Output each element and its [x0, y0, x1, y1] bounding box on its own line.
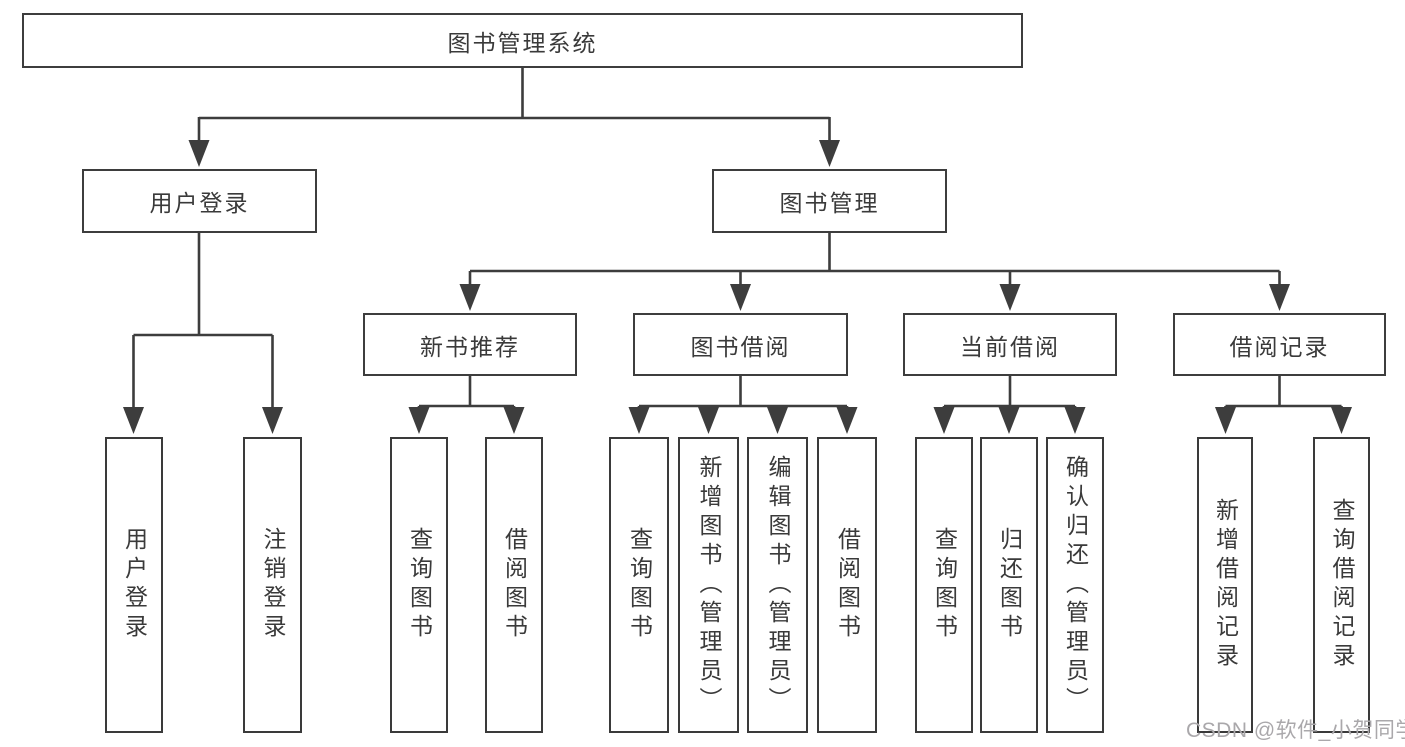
- leaf-current-query-books-label: 查询图书: [931, 527, 958, 643]
- node-book-mgmt: 图书管理: [712, 169, 947, 233]
- node-root-label: 图书管理系统: [447, 29, 598, 56]
- node-new-books-label: 新书推荐: [420, 333, 520, 360]
- connector-root-branch: [188, 68, 840, 167]
- connector-new-books-branch: [408, 376, 525, 434]
- node-current-borrow: 当前借阅: [903, 313, 1117, 376]
- node-current-borrow-label: 当前借阅: [960, 333, 1060, 360]
- connector-borrow-records-branch: [1215, 376, 1352, 434]
- connector-book-borrow-branch: [628, 376, 858, 434]
- node-book-borrow: 图书借阅: [633, 313, 848, 376]
- node-book-mgmt-label: 图书管理: [779, 190, 880, 216]
- connector-book-mgmt-branch: [459, 233, 1290, 311]
- leaf-records-add-record: 新增借阅记录: [1197, 437, 1253, 733]
- leaf-borrow-query-books: 查询图书: [609, 437, 669, 733]
- leaf-logout-label: 注销登录: [260, 527, 286, 643]
- leaf-records-query-record: 查询借阅记录: [1313, 437, 1370, 733]
- leaf-borrow-query-books-label: 查询图书: [626, 527, 653, 643]
- leaf-current-confirm-return-admin: 确认归还（管理员）: [1046, 437, 1104, 733]
- watermark: CSDN @软件_小贺同学: [1186, 719, 1405, 742]
- node-user-login: 用户登录: [82, 169, 317, 233]
- node-user-login-label: 用户登录: [149, 190, 250, 216]
- leaf-borrow-borrow-books-label: 借阅图书: [834, 527, 861, 643]
- leaf-borrow-edit-books-admin-label: 编辑图书（管理员）: [765, 454, 791, 716]
- leaf-borrow-add-books-admin-label: 新增图书（管理员）: [696, 454, 722, 716]
- leaf-borrow-borrow-books: 借阅图书: [817, 437, 877, 733]
- leaf-records-add-record-label: 新增借阅记录: [1212, 498, 1239, 672]
- leaf-records-query-record-label: 查询借阅记录: [1329, 498, 1355, 672]
- leaf-logout: 注销登录: [243, 437, 302, 733]
- connector-user-login-branch: [123, 233, 283, 434]
- leaf-newbooks-borrow-books: 借阅图书: [485, 437, 543, 733]
- leaf-borrow-add-books-admin: 新增图书（管理员）: [678, 437, 739, 733]
- connector-current-borrow-branch: [933, 376, 1086, 434]
- node-root-system: 图书管理系统: [22, 13, 1023, 68]
- leaf-current-return-books-label: 归还图书: [996, 527, 1023, 643]
- leaf-user-login-label: 用户登录: [121, 527, 148, 643]
- leaf-current-query-books: 查询图书: [915, 437, 973, 733]
- node-new-books: 新书推荐: [363, 313, 577, 376]
- leaf-borrow-edit-books-admin: 编辑图书（管理员）: [747, 437, 808, 733]
- node-book-borrow-label: 图书借阅: [690, 333, 791, 360]
- node-borrow-records: 借阅记录: [1173, 313, 1386, 376]
- leaf-newbooks-query-books: 查询图书: [390, 437, 448, 733]
- leaf-newbooks-borrow-books-label: 借阅图书: [501, 527, 528, 643]
- leaf-user-login: 用户登录: [105, 437, 163, 733]
- leaf-newbooks-query-books-label: 查询图书: [406, 527, 433, 643]
- leaf-current-confirm-return-admin-label: 确认归还（管理员）: [1062, 454, 1089, 716]
- leaf-current-return-books: 归还图书: [980, 437, 1038, 733]
- node-borrow-records-label: 借阅记录: [1229, 333, 1330, 360]
